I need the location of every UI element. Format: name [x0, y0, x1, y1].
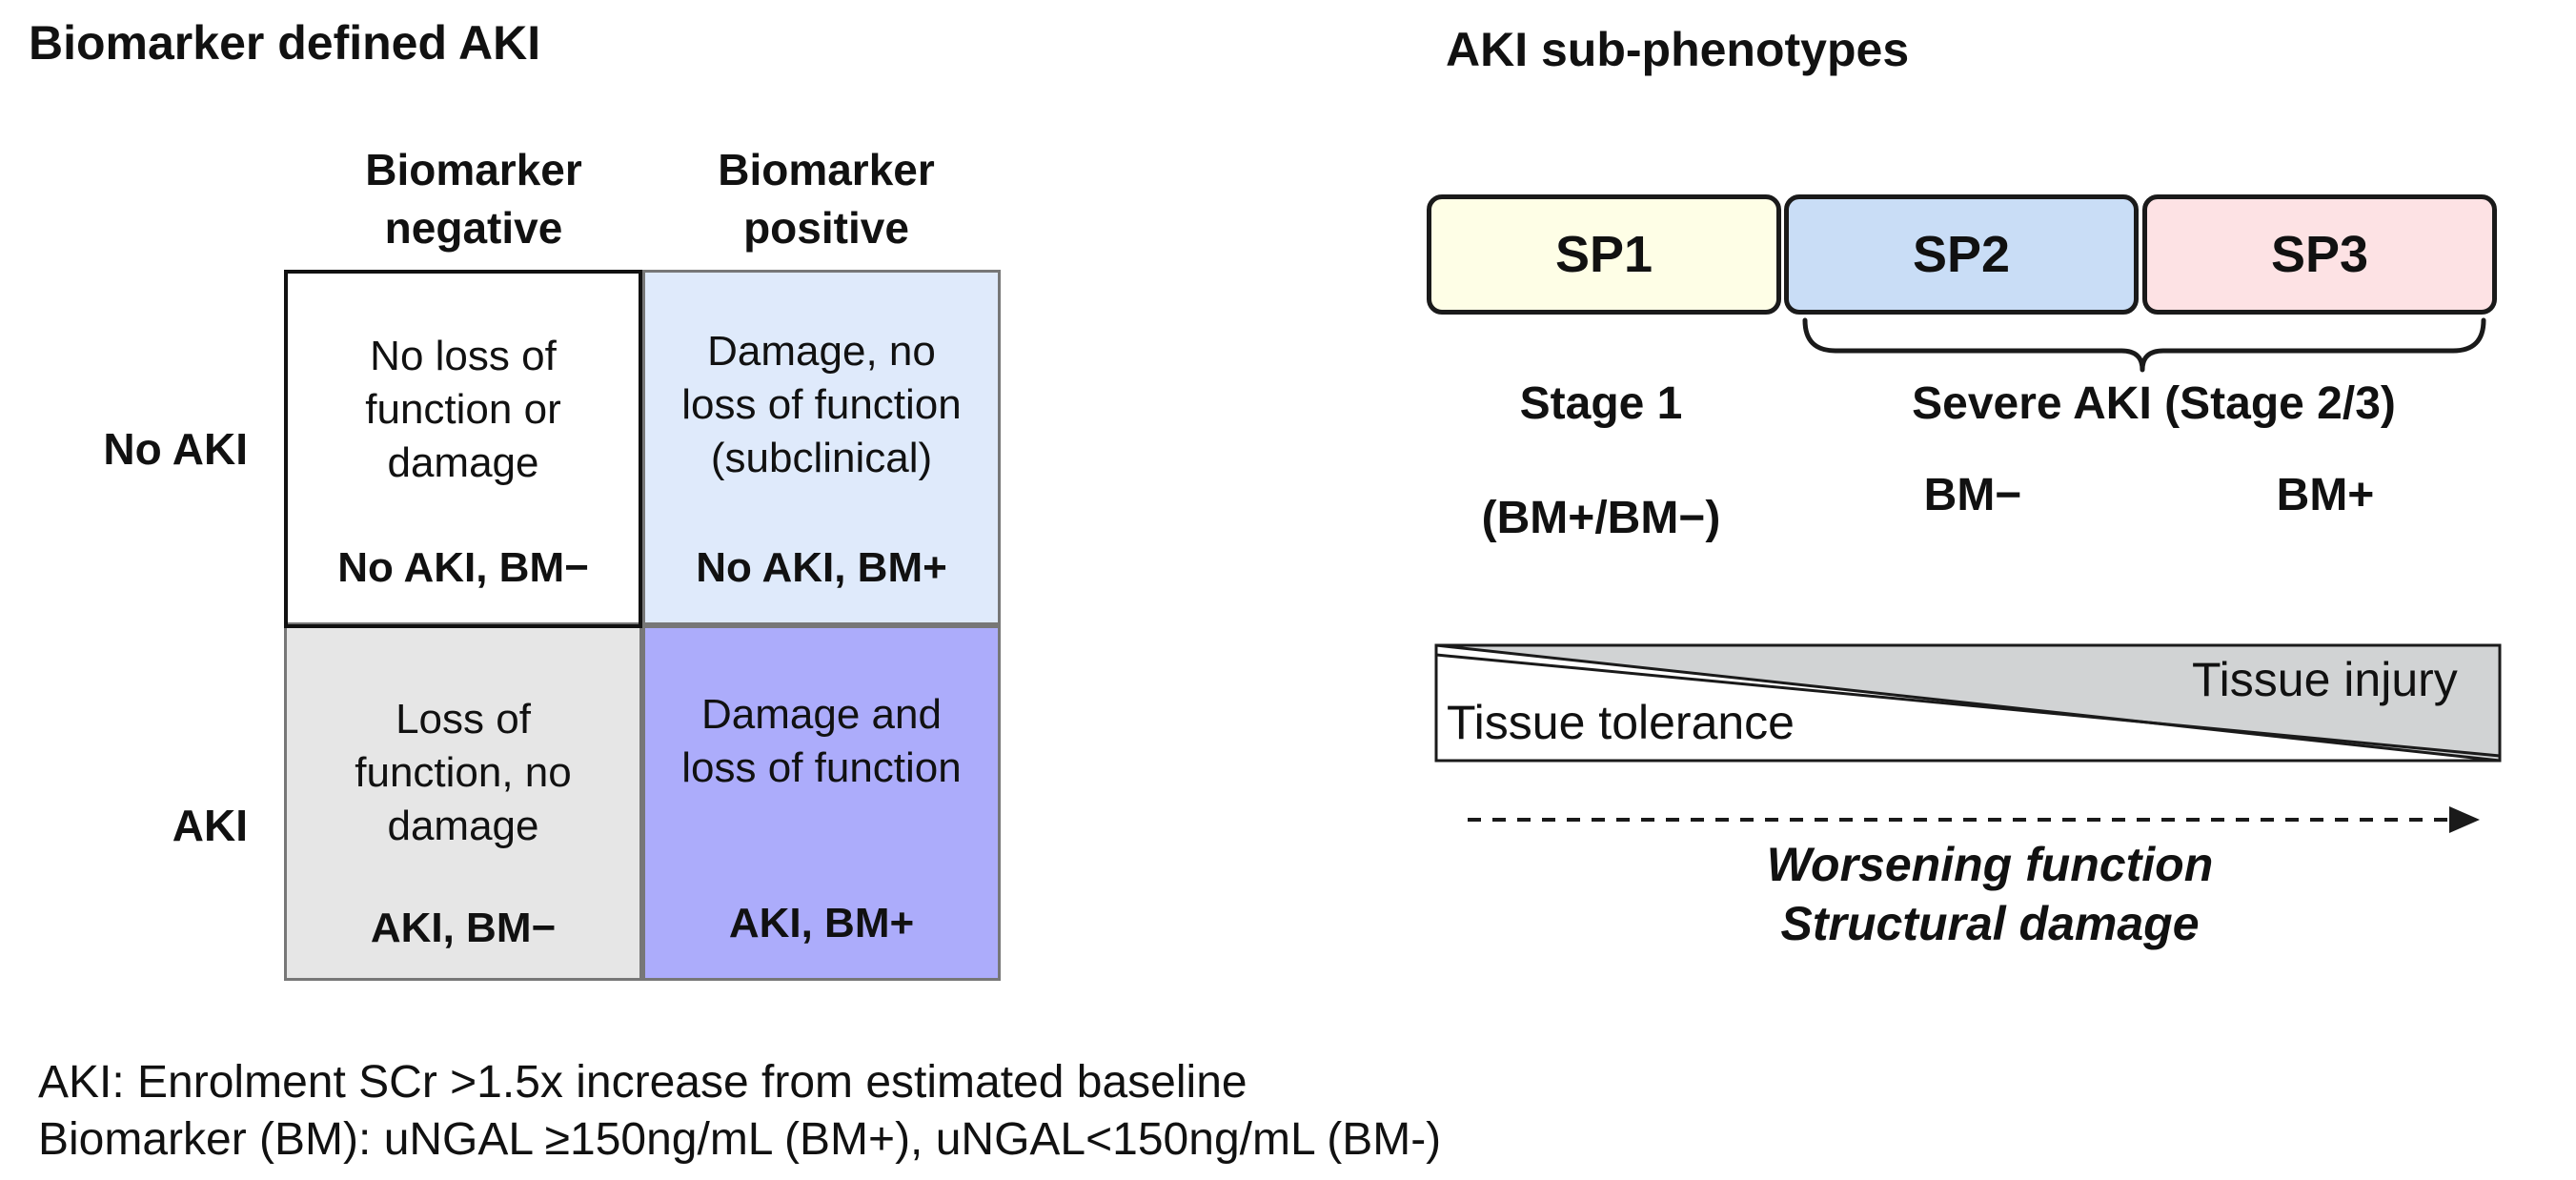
- dashed-arrow-icon: [1468, 806, 2480, 833]
- cell-description: No loss of function or damage: [287, 330, 639, 490]
- cell-aki-bm-positive: Damage and loss of function AKI, BM+: [642, 625, 1001, 981]
- highlight-border: [284, 270, 642, 628]
- sp3-label: SP3: [2270, 226, 2369, 283]
- arrow-label: Worsening function Structural damage: [1704, 835, 2276, 953]
- cell-tag: AKI, BM+: [728, 900, 915, 946]
- stage1-label: Stage 1: [1519, 378, 1683, 429]
- sp1-label: SP1: [1554, 226, 1653, 283]
- col-header-line1: Biomarker: [718, 145, 935, 194]
- footnote-biomarker: Biomarker (BM): uNGAL ≥150ng/mL (BM+), u…: [38, 1114, 1442, 1165]
- cell-desc-line: Loss of: [396, 696, 531, 743]
- sp2-label: SP2: [1912, 226, 2011, 283]
- tissue-wedge: [1434, 643, 2502, 763]
- arrow-label-line1: Worsening function: [1766, 838, 2214, 891]
- col-header-biomarker-positive: Biomarker positive: [650, 141, 1003, 257]
- right-panel-title: AKI sub-phenotypes: [1446, 23, 1910, 76]
- cell-desc-line: damage: [387, 439, 539, 486]
- cell-description: Loss of function, no damage: [287, 693, 639, 853]
- cell-description: Damage, no loss of function (subclinical…: [645, 325, 998, 485]
- arrow-label-line2: Structural damage: [1780, 897, 2200, 950]
- sp1-box: SP1: [1427, 194, 1781, 315]
- cell-desc-line: function, no: [355, 749, 572, 796]
- row-label-no-aki: No AKI: [103, 424, 248, 474]
- cell-desc-line: Damage, no: [707, 328, 936, 375]
- sp2-box: SP2: [1784, 194, 2139, 315]
- left-panel-title: Biomarker defined AKI: [29, 16, 541, 70]
- row-label-aki: AKI: [172, 801, 248, 850]
- cell-tag: No AKI, BM−: [337, 544, 589, 591]
- cell-tag: No AKI, BM+: [696, 544, 947, 591]
- cell-desc-line: loss of function: [681, 744, 962, 791]
- cell-aki-bm-negative: Loss of function, no damage AKI, BM−: [284, 625, 642, 981]
- cell-desc-line: Damage and: [701, 691, 942, 738]
- cell-no-aki-bm-negative: No loss of function or damage No AKI, BM…: [284, 270, 642, 625]
- col-header-line1: Biomarker: [365, 145, 582, 194]
- sp2-bm-label: BM−: [1923, 470, 2022, 520]
- cell-desc-line: loss of function: [681, 381, 962, 428]
- sp3-bm-label: BM+: [2276, 470, 2375, 520]
- cell-desc-line: No loss of: [370, 333, 557, 379]
- cell-no-aki-bm-positive: Damage, no loss of function (subclinical…: [642, 270, 1001, 625]
- cell-desc-line: damage: [387, 803, 539, 849]
- cell-desc-line: (subclinical): [710, 435, 933, 481]
- severe-aki-label: Severe AKI (Stage 2/3): [1912, 378, 2396, 429]
- curly-brace-icon: [1802, 317, 2486, 373]
- col-header-biomarker-negative: Biomarker negative: [297, 141, 650, 257]
- col-header-line2: negative: [384, 203, 563, 253]
- cell-desc-line: function or: [365, 386, 561, 433]
- tissue-tolerance-label: Tissue tolerance: [1447, 696, 1795, 749]
- footnote-aki: AKI: Enrolment SCr >1.5x increase from e…: [38, 1057, 1247, 1108]
- tissue-injury-label: Tissue injury: [2192, 653, 2458, 706]
- stage1-bm-label: (BM+/BM−): [1481, 493, 1721, 543]
- cell-description: Damage and loss of function: [645, 688, 998, 795]
- sp3-box: SP3: [2142, 194, 2497, 315]
- col-header-line2: positive: [743, 203, 909, 253]
- cell-tag: AKI, BM−: [370, 905, 557, 951]
